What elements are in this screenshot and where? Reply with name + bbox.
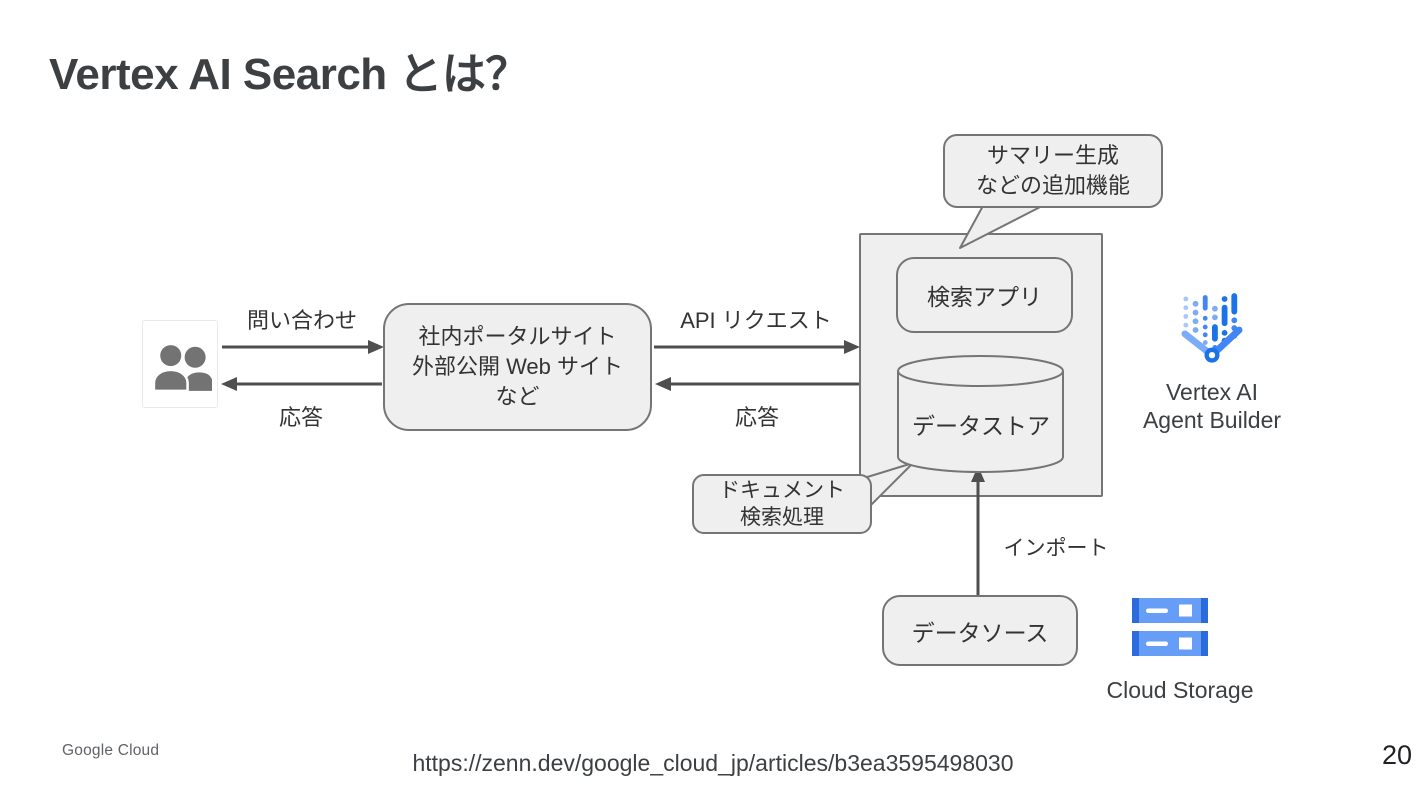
portal-site-node: 社内ポータルサイト 外部公開 Web サイト など [383,303,652,431]
portal-line3: など [495,384,540,409]
summary-line2: などの追加機能 [975,173,1130,198]
database-cylinder [897,355,1064,473]
page-number: 20 [1381,740,1412,770]
data-source-node: データソース [882,595,1078,666]
users-icon-card [142,320,218,408]
cloud-storage-label: Cloud Storage [1106,677,1254,703]
agent-builder-label: Vertex AI Agent Builder [1143,378,1281,434]
import-label: インポート [1003,537,1109,560]
summary-callout: サマリー生成 などの追加機能 [943,134,1163,208]
vertex-ai-agent-builder-icon [1181,293,1243,363]
google-cloud-logo: Google Cloud [62,742,160,759]
people-icon [152,342,212,393]
cloud-storage-icon [1132,598,1208,656]
api-request-label: API リクエスト [680,308,832,333]
agent-builder-line2: Agent Builder [1142,407,1282,433]
portal-line1: 社内ポータルサイト [418,324,617,349]
footer-url: https://zenn.dev/google_cloud_jp/article… [412,750,1014,776]
document-callout: ドキュメント 検索処理 [692,474,872,534]
document-line2: 検索処理 [740,506,824,529]
search-app-node: 検索アプリ [896,257,1073,333]
document-line1: ドキュメント [719,479,845,502]
summary-callout-tail [959,203,1047,249]
inquiry-label: 問い合わせ [246,308,358,333]
data-store-label: データストア [912,413,1050,439]
portal-line2: 外部公開 Web サイト [411,354,624,379]
response-api-label: 応答 [734,405,780,430]
search-app-label: 検索アプリ [927,284,1042,310]
agent-builder-line1: Vertex AI [1165,379,1259,405]
page-title: Vertex AI Search とは？ [49,50,529,99]
response-user-label: 応答 [278,405,324,430]
summary-line1: サマリー生成 [986,143,1119,168]
data-source-label: データソース [911,619,1049,646]
